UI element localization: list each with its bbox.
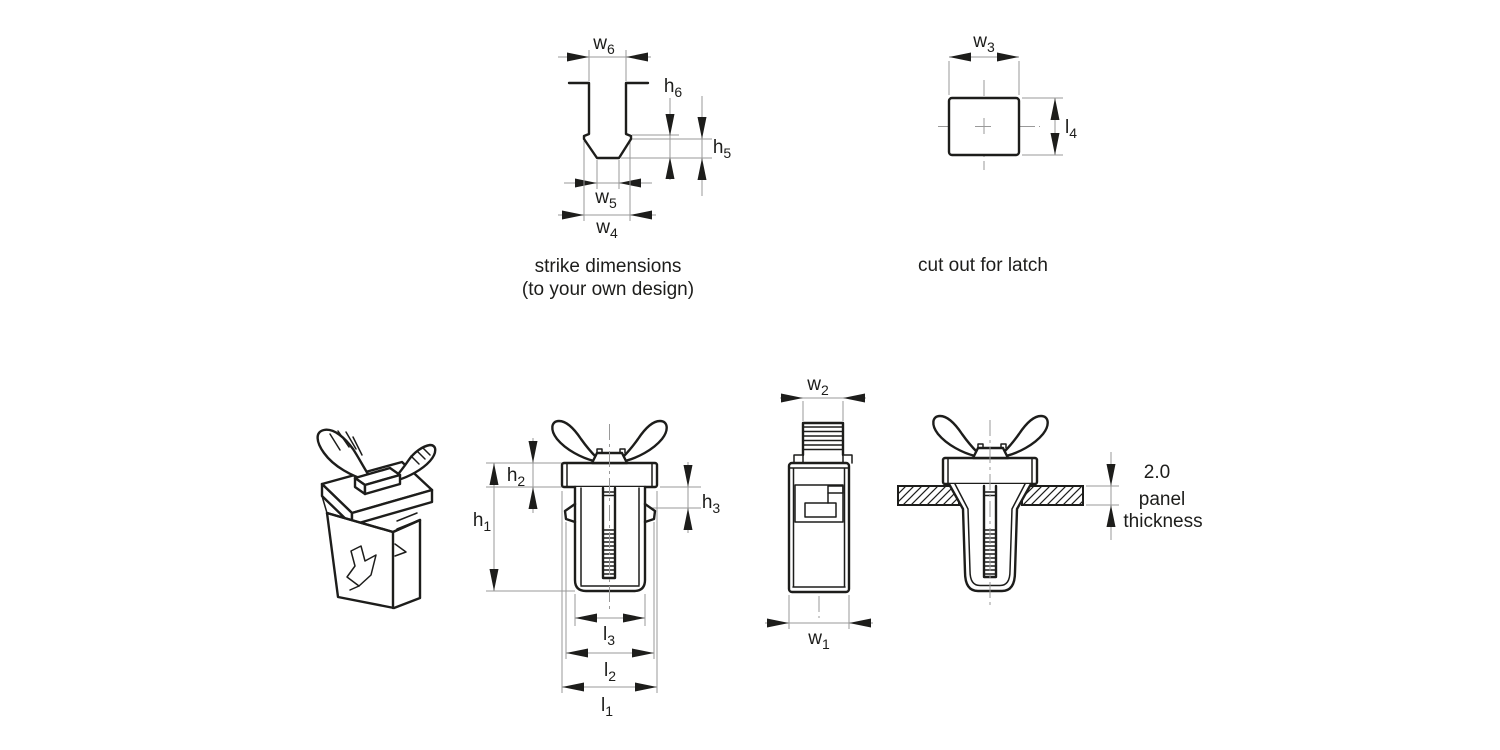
cutout-center-cross — [975, 118, 993, 135]
panel-thickness-dimension — [1086, 452, 1119, 540]
h3-dimension — [649, 462, 701, 533]
w6-dimension — [558, 50, 651, 81]
cutout-view: w3 l4 cut out for latch — [918, 31, 1077, 276]
dim-label-l4: l4 — [1065, 117, 1077, 141]
w2-dimension — [780, 393, 866, 421]
side-thread-stub — [801, 421, 845, 457]
panel-wing-left — [932, 414, 979, 458]
side-body-inner-lines — [789, 467, 849, 588]
front-wing-left — [551, 419, 598, 463]
cutout-caption: cut out for latch — [918, 255, 1048, 276]
iso-hub-right — [363, 473, 402, 496]
front-hub-tabs — [596, 448, 626, 454]
iso-wing-right — [394, 443, 437, 482]
panel-bar-left — [897, 485, 960, 506]
panel-wing-right — [1002, 414, 1049, 458]
dim-label-w2: w2 — [806, 374, 829, 398]
strike-profile-view: w6 w5 w4 h6 h5 strike dimensions (to you… — [522, 33, 731, 300]
h2-dimension — [486, 438, 562, 513]
dim-label-h6: h6 — [664, 76, 683, 100]
front-wing-right — [621, 419, 668, 463]
panel-bar-right — [1021, 485, 1084, 506]
side-collar-right-ear — [842, 454, 853, 464]
h1-dimension — [486, 463, 575, 592]
iso-spring-tail — [349, 585, 360, 591]
dim-label-h1: h1 — [473, 510, 492, 534]
side-collar-left-ear — [793, 454, 804, 464]
panel-thickness-value: 2.0 — [1144, 462, 1170, 483]
iso-wing-left-ribs — [329, 430, 363, 456]
l4-dimension — [1022, 97, 1063, 156]
l2-dimension — [565, 522, 655, 659]
side-body-outline — [787, 461, 851, 594]
iso-wing-right-ribs — [410, 447, 431, 465]
dim-label-l2: l2 — [604, 660, 616, 684]
dim-label-h2: h2 — [507, 465, 526, 489]
w4-dimension — [558, 141, 656, 221]
side-view: w2 w1 — [765, 374, 873, 652]
panel-thickness-word2: thickness — [1123, 511, 1202, 532]
side-stub-threads — [802, 426, 844, 451]
l1-dimension — [561, 491, 658, 693]
w5-dimension — [564, 160, 652, 189]
w1-dimension — [765, 595, 873, 629]
dim-label-l1: l1 — [601, 695, 613, 719]
iso-body-step-edge — [321, 495, 328, 514]
isometric-view — [316, 428, 437, 610]
front-view: h2 h1 h3 l3 l2 l1 — [473, 419, 721, 719]
strike-outline — [567, 81, 650, 160]
dim-label-w3: w3 — [972, 31, 995, 55]
dim-label-h3: h3 — [702, 492, 721, 516]
panel-hub-tabs — [977, 443, 1007, 449]
side-window-detail — [794, 484, 844, 523]
l3-dimension — [574, 594, 646, 626]
dim-label-h5: h5 — [713, 137, 732, 161]
h5-dimension — [621, 96, 712, 196]
panel-cap-edge-lines — [947, 458, 1033, 484]
iso-spring-cutout — [346, 545, 377, 587]
w3-dimension — [948, 52, 1020, 95]
panel-section-view: 2.0 panel thickness — [897, 414, 1203, 608]
strike-caption-line1: strike dimensions — [535, 256, 682, 277]
panel-thickness-word1: panel — [1139, 489, 1186, 510]
dim-label-w4: w4 — [595, 217, 618, 241]
front-cap-edge-lines — [566, 463, 653, 487]
dim-label-w1: w1 — [807, 628, 830, 652]
iso-side-slot — [394, 512, 418, 557]
strike-caption-line2: (to your own design) — [522, 279, 694, 300]
dim-label-w5: w5 — [594, 187, 617, 211]
dim-label-w6: w6 — [592, 33, 615, 57]
dim-label-l3: l3 — [603, 624, 615, 648]
front-barb-left — [563, 502, 577, 524]
iso-wing-left — [316, 428, 372, 483]
front-barb-right — [643, 502, 657, 524]
